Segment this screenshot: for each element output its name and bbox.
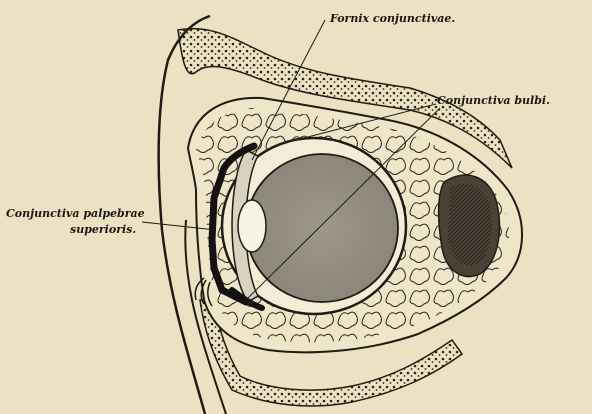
lens [238,200,266,252]
vitreous-body [246,154,398,302]
label-fornix-conjunctivae: Fornix conjunctivae. [329,12,455,25]
label-conjunctiva-palpebrae: Conjunctiva palpebrae [6,207,145,220]
label-superioris: superioris. [70,223,136,236]
label-conjunctiva-bulbi: Conjunctiva bulbi. [437,94,550,107]
optic-nerve-hatching [448,184,492,266]
